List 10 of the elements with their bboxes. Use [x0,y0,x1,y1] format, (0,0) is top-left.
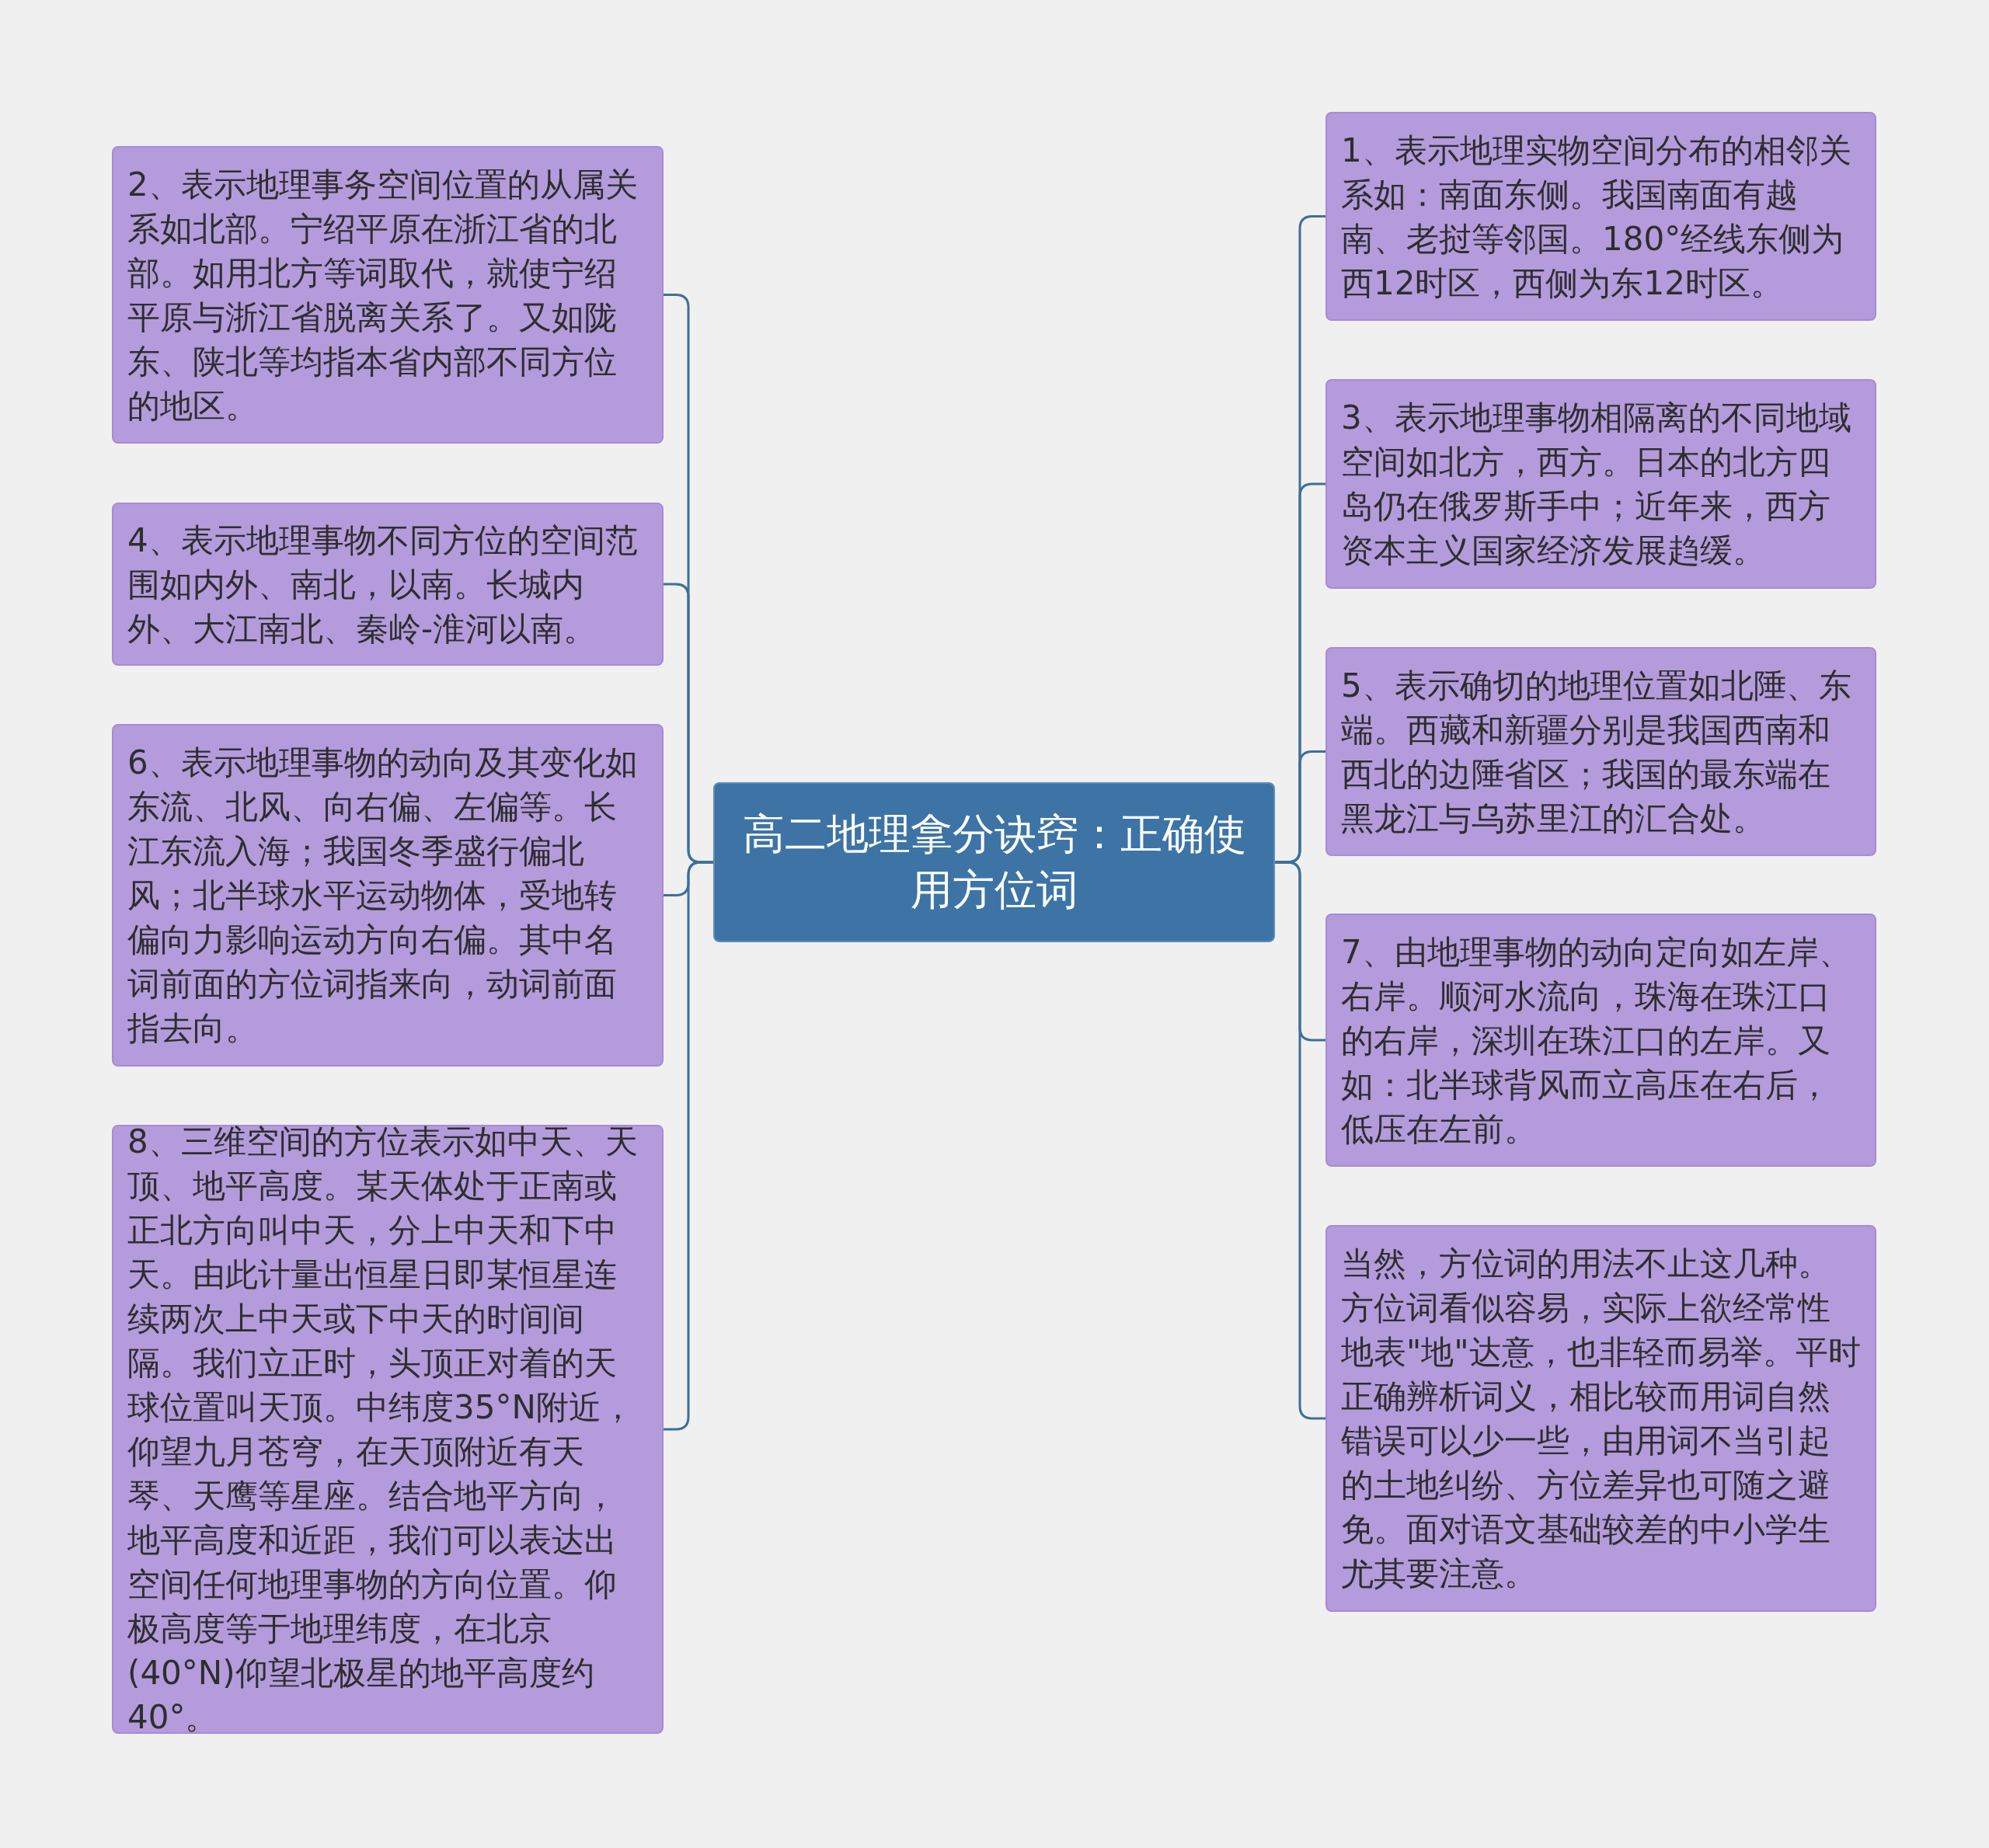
branch-box: 4、表示地理事物不同方位的空间范围如内外、南北，以南。长城内外、大江南北、秦岭-淮河以南。 [112,503,664,666]
branch-box: 当然，方位词的用法不止这几种。方位词看似容易，实际上欲经常性地表"地"达意，也非轻而易举。平时正确辨析词义，相比较而用词自然错误可以少一些，由用词不当引起的土地纠纷、方位差异也可随之避免。面对语文基础较差的中小学生尤其要注意。 [1325,1225,1876,1612]
branch-box: 6、表示地理事物的动向及其变化如东流、北风、向右偏、左偏等。长江东流入海；我国冬季盛行偏北风；北半球水平运动物体，受地转偏向力影响运动方向右偏。其中名词前面的方位词指来向，动词前面指去向。 [112,724,664,1067]
topic-box: 高二地理拿分诀窍：正确使用方位词 [713,782,1275,942]
branch-box: 3、表示地理事物相隔离的不同地域空间如北方，西方。日本的北方四岛仍在俄罗斯手中；近年来，西方资本主义国家经济发展趋缓。 [1325,379,1876,589]
branch-box: 7、由地理事物的动向定向如左岸、右岸。顺河水流向，珠海在珠江口的右岸，深圳在珠江口的左岸。又如：北半球背风而立高压在右后，低压在左前。 [1325,914,1876,1167]
branch-box: 5、表示确切的地理位置如北陲、东端。西藏和新疆分别是我国西南和西北的边陲省区；我国的最东端在黑龙江与乌苏里江的汇合处。 [1325,647,1876,856]
branch-box: 8、三维空间的方位表示如中天、天顶、地平高度。某天体处于正南或正北方向叫中天，分上中天和下中天。由此计量出恒星日即某恒星连续两次上中天或下中天的时间间隔。我们立正时，头顶正对着的天球位置叫天顶。中纬度35°N附近，仰望九月苍穹，在天顶附近有天琴、天鹰等星座。结合地平方向，地平高度和近距，我们可以表达出空间任何地理事物的方向位置。仰极高度等于地理纬度，在北京(40°N)仰望北极星的地平高度约40°。 [112,1125,664,1734]
branch-box: 1、表示地理实物空间分布的相邻关系如：南面东侧。我国南面有越南、老挝等邻国。180°经线东侧为西12时区，西侧为东12时区。 [1325,112,1876,321]
branch-box: 2、表示地理事务空间位置的从属关系如北部。宁绍平原在浙江省的北部。如用北方等词取代，就使宁绍平原与浙江省脱离关系了。又如陇东、陕北等均指本省内部不同方位的地区。 [112,146,664,444]
